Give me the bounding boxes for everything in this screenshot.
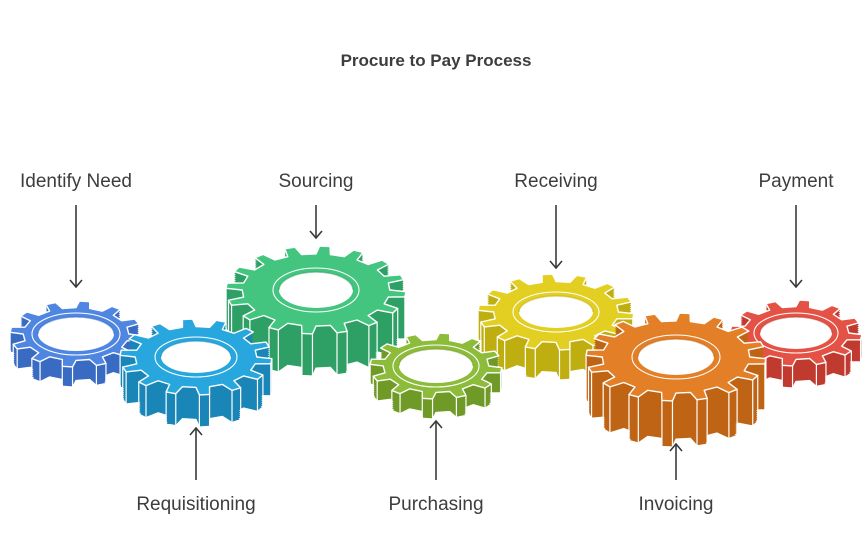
- label-invoicing: Invoicing: [639, 494, 714, 515]
- arrow-sourcing: [309, 205, 323, 240]
- label-receiving: Receiving: [514, 171, 597, 192]
- label-payment: Payment: [759, 171, 835, 192]
- gear-hole: [161, 341, 231, 373]
- gear-hole: [399, 349, 473, 383]
- gear-hole: [638, 339, 714, 375]
- label-sourcing: Sourcing: [279, 171, 354, 192]
- arrow-requisitioning: [189, 426, 203, 480]
- gear-hole: [38, 317, 114, 351]
- arrow-receiving: [549, 205, 563, 270]
- gear-hub-ring: [392, 344, 480, 388]
- arrow-identify-need: [69, 205, 83, 289]
- gear-ribs: [369, 364, 503, 419]
- gear-hub-ring: [512, 291, 600, 333]
- gear-hub-ring: [272, 267, 360, 313]
- gear-hub-ring: [753, 312, 839, 354]
- gear-invoicing: [585, 312, 767, 448]
- diagram-title: Procure to Pay Process: [341, 51, 532, 70]
- gear-hub-ring: [154, 336, 238, 378]
- label-identify-need: Identify Need: [20, 171, 132, 192]
- gear-hub-ring: [631, 334, 721, 380]
- arrow-invoicing: [669, 442, 683, 480]
- arrow-purchasing: [429, 419, 443, 480]
- gear-hole: [519, 296, 593, 328]
- gear-ribs: [119, 355, 273, 427]
- arrow-payment: [789, 205, 803, 289]
- gear-hole: [279, 272, 353, 308]
- gear-hole: [760, 317, 832, 349]
- gear-ribs: [585, 355, 767, 447]
- gear-purchasing: [369, 332, 503, 420]
- label-requisitioning: Requisitioning: [136, 494, 255, 515]
- gear-identify-need: [9, 300, 143, 388]
- gears-layer: [9, 245, 863, 448]
- gear-sourcing: [225, 245, 407, 377]
- gear-requisitioning: [119, 318, 273, 428]
- arrows-layer: [69, 205, 803, 480]
- gear-hub-ring: [31, 312, 121, 356]
- label-purchasing: Purchasing: [388, 494, 483, 515]
